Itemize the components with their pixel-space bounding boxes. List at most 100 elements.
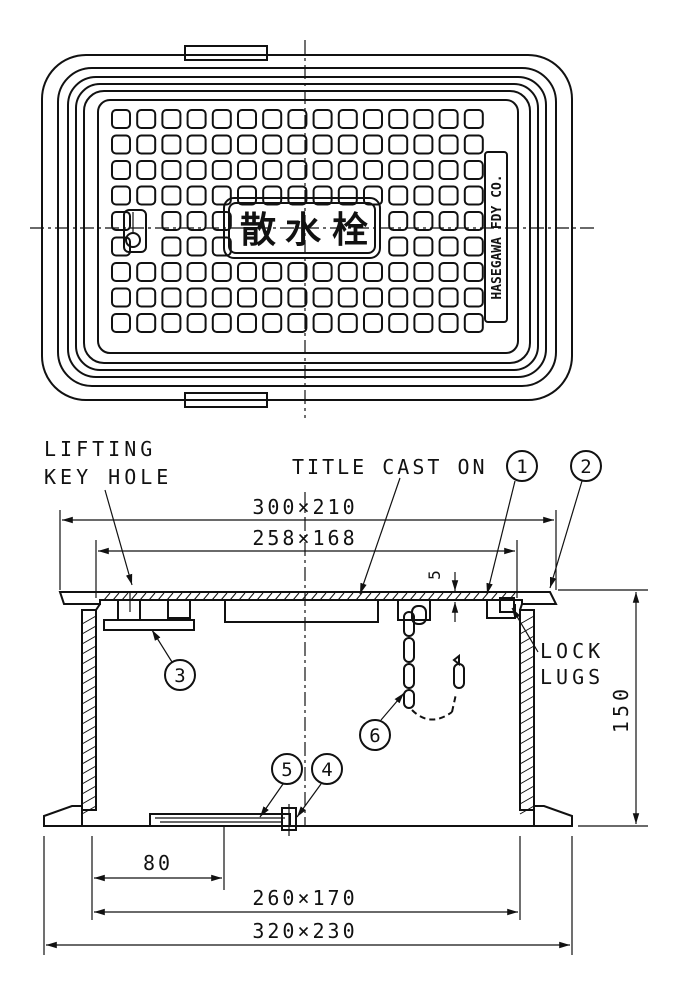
wall-hatch-line [81, 745, 97, 755]
anti-slip-cell [211, 211, 232, 231]
lid-hatch-line [184, 592, 192, 601]
dim-cover-outer-text: 300×210 [252, 495, 357, 519]
wall-hatch-line [81, 675, 97, 685]
wall-hatch-line [519, 775, 535, 785]
wall-hatch-line [81, 645, 97, 655]
anti-slip-cell [136, 287, 157, 308]
anti-slip-cell [136, 262, 157, 282]
plan-lifting-key-hole [123, 209, 147, 253]
anti-slip-cell [337, 287, 358, 308]
anti-slip-cell [413, 313, 434, 333]
lid-hatch-line [454, 592, 462, 601]
anti-slip-cell [136, 160, 157, 180]
lid-hatch-line [346, 592, 354, 601]
lid-hatch-line [256, 592, 264, 601]
callout-5: 5 [271, 753, 303, 785]
frame-outer-outline [41, 54, 573, 401]
anti-slip-cell [463, 185, 484, 206]
label-title-cast-on: TITLE CAST ON [292, 455, 488, 479]
wall-hatch-line [81, 715, 97, 725]
frame-inner-outline [57, 67, 557, 387]
maker-mark-panel [484, 151, 508, 323]
anti-slip-cell [262, 160, 283, 180]
lid-hatch-line [436, 592, 444, 601]
wall-hatch-line [81, 735, 97, 745]
anti-slip-cell [312, 160, 333, 180]
anti-slip-cell [413, 262, 434, 282]
anti-slip-cell [438, 313, 459, 333]
lid-hatch-line [328, 592, 336, 601]
body-section [43, 603, 573, 827]
title-kanji-3: 栓 [332, 210, 368, 251]
wall-hatch-line [519, 785, 535, 795]
anti-slip-cell [262, 313, 283, 333]
wall-hatch-line [81, 625, 97, 635]
lid-hatch-line [382, 592, 390, 601]
wall-hatch-line [81, 695, 97, 705]
anti-slip-cell [161, 236, 182, 257]
anti-slip-cell [363, 287, 383, 308]
lid-hatch-line [103, 592, 111, 601]
dimension-flange-outer: 320×230 [43, 836, 573, 955]
anti-slip-cell [136, 134, 157, 155]
dim-flange-outer-text: 320×230 [252, 919, 357, 943]
anti-slip-cell [337, 134, 358, 155]
lid-hatch-line [301, 592, 309, 601]
top-hinge-tab [184, 45, 268, 61]
callout-1: 1 [506, 450, 538, 482]
anti-slip-cell [438, 236, 459, 257]
cover-outline-3 [83, 90, 531, 364]
anti-slip-pattern [111, 109, 484, 333]
anti-slip-cell [161, 185, 182, 206]
anti-slip-cell [388, 287, 409, 308]
wall-hatch-line [81, 755, 97, 765]
svg-text:6: 6 [369, 725, 380, 747]
anti-slip-cell [186, 185, 207, 206]
lid-hatch-line [319, 592, 327, 601]
dim-body-inner-text: 260×170 [252, 886, 357, 910]
anti-slip-cell [186, 236, 207, 257]
anti-slip-cell [211, 313, 232, 333]
callout-2: 2 [570, 450, 602, 482]
lid-hatch-line [238, 592, 246, 601]
lid-hatch-line [157, 592, 165, 601]
anti-slip-cell [388, 313, 409, 333]
anti-slip-cell [463, 236, 484, 257]
section-view: LIFTING KEY HOLE TITLE CAST ON LOCK LUGS… [43, 437, 648, 955]
wall-hatch-line [519, 675, 535, 685]
anti-slip-cell [388, 134, 409, 155]
anti-slip-cell [186, 109, 207, 129]
wall-hatch-line [519, 615, 535, 625]
cover-section [58, 591, 558, 631]
anti-slip-cell [287, 109, 308, 129]
dim-offset-text: 80 [143, 851, 173, 875]
anti-slip-cell [388, 185, 409, 206]
title-panel-inner [228, 202, 376, 254]
svg-text:2: 2 [580, 456, 591, 478]
dimension-cover-inner: 258×168 [95, 526, 518, 598]
anti-slip-cell [237, 160, 257, 180]
anti-slip-cell [463, 211, 484, 231]
anti-slip-cell [388, 236, 409, 257]
anti-slip-cell [237, 262, 257, 282]
lid-hatch-line [400, 592, 408, 601]
wall-hatch-line [519, 665, 535, 675]
dimension-height: 150 [558, 589, 648, 827]
lid-hatch-line [202, 592, 210, 601]
anti-slip-cell [413, 236, 434, 257]
callout-6: 6 [359, 719, 391, 751]
lid-hatch-line [391, 592, 399, 601]
dim-height-text: 150 [609, 685, 633, 733]
anti-slip-cell [413, 287, 434, 308]
anti-slip-cell [312, 185, 333, 206]
anti-slip-cell [161, 160, 182, 180]
lid-hatch-line [463, 592, 471, 601]
anti-slip-cell [161, 313, 182, 333]
lid-hatch-line [283, 592, 291, 601]
anti-slip-cell [337, 160, 358, 180]
lid-hatch-line [220, 592, 228, 601]
svg-text:3: 3 [174, 665, 185, 687]
anti-slip-cell [438, 262, 459, 282]
wall-hatch-line [519, 715, 535, 725]
